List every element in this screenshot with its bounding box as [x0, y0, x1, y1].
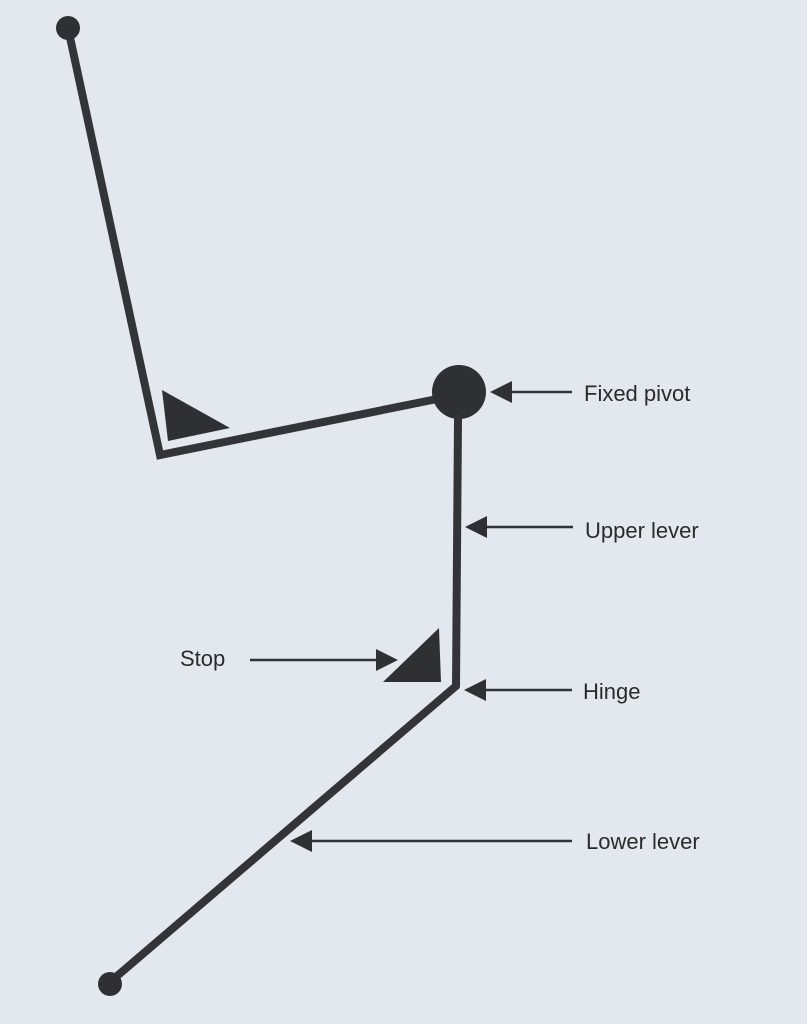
label-hinge: Hinge — [583, 679, 640, 704]
stop-wedge — [383, 628, 441, 682]
fixed-pivot-arrowhead — [490, 381, 512, 403]
arm-end-knob-top — [56, 16, 80, 40]
label-lower-lever: Lower lever — [586, 829, 700, 854]
arm-wedge — [162, 390, 230, 441]
fixed-pivot-disc — [432, 365, 486, 419]
left-arm — [64, 24, 456, 460]
label-fixed-pivot: Fixed pivot — [584, 381, 690, 406]
stop-arrowhead — [376, 649, 398, 671]
label-stop: Stop — [180, 646, 225, 671]
upper-lever — [452, 414, 462, 690]
lower-lever-arrowhead — [290, 830, 312, 852]
hinge-arrowhead — [464, 679, 486, 701]
label-upper-lever: Upper lever — [585, 518, 699, 543]
lower-lever — [106, 682, 460, 986]
upper-lever-arrowhead — [465, 516, 487, 538]
lower-lever-end-knob — [98, 972, 122, 996]
